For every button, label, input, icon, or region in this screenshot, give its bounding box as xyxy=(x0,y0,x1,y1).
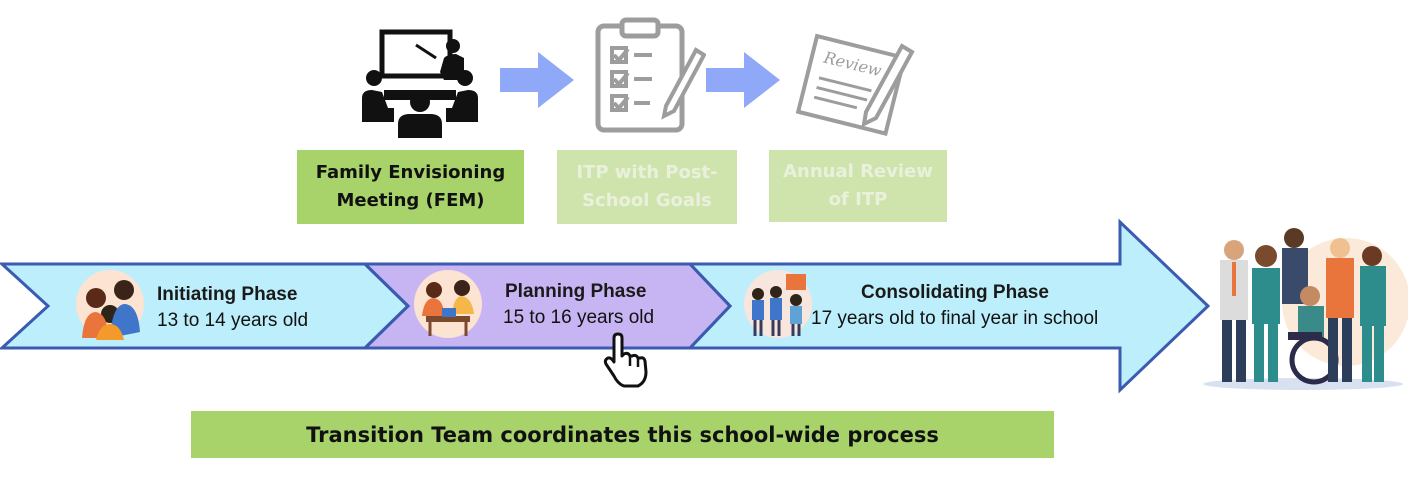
planning-phase-age: 15 to 16 years old xyxy=(503,307,655,328)
transition-team-banner: Transition Team coordinates this school-… xyxy=(191,411,1054,458)
step-itp-box: ITP with Post- School Goals xyxy=(557,150,737,224)
arrow-right-icon xyxy=(706,52,780,108)
step-fem-line1: Family Envisioning xyxy=(315,162,506,183)
transition-team-text: Transition Team coordinates this school-… xyxy=(306,422,939,447)
arrow-right-icon xyxy=(500,52,574,108)
family-illustration-icon xyxy=(74,268,146,345)
planning-illustration-icon xyxy=(412,268,484,345)
step-itp-line1: ITP with Post- xyxy=(576,162,718,183)
step-review-line1: Annual Review xyxy=(783,161,933,182)
step-fem-line2: Meeting (FEM) xyxy=(336,190,485,211)
initiating-phase-age: 13 to 14 years old xyxy=(157,310,309,331)
consolidating-illustration-icon xyxy=(742,268,814,345)
meeting-presentation-icon xyxy=(360,28,480,140)
step-review-box: Annual Review of ITP xyxy=(769,150,947,222)
diverse-group-illustration-icon xyxy=(1198,212,1410,397)
hand-pointer-icon xyxy=(600,332,656,393)
step-review-line2: of ITP xyxy=(828,189,888,210)
clipboard-checklist-icon xyxy=(594,16,706,134)
planning-phase-title[interactable]: Planning Phase xyxy=(505,281,647,302)
review-document-icon: Review xyxy=(792,32,922,136)
initiating-phase-title: Initiating Phase xyxy=(157,284,298,305)
consolidating-phase-title: Consolidating Phase xyxy=(861,282,1049,303)
step-fem-box: Family Envisioning Meeting (FEM) xyxy=(297,150,524,224)
step-itp-line2: School Goals xyxy=(582,190,712,211)
consolidating-phase-age: 17 years old to final year in school xyxy=(811,308,1099,329)
